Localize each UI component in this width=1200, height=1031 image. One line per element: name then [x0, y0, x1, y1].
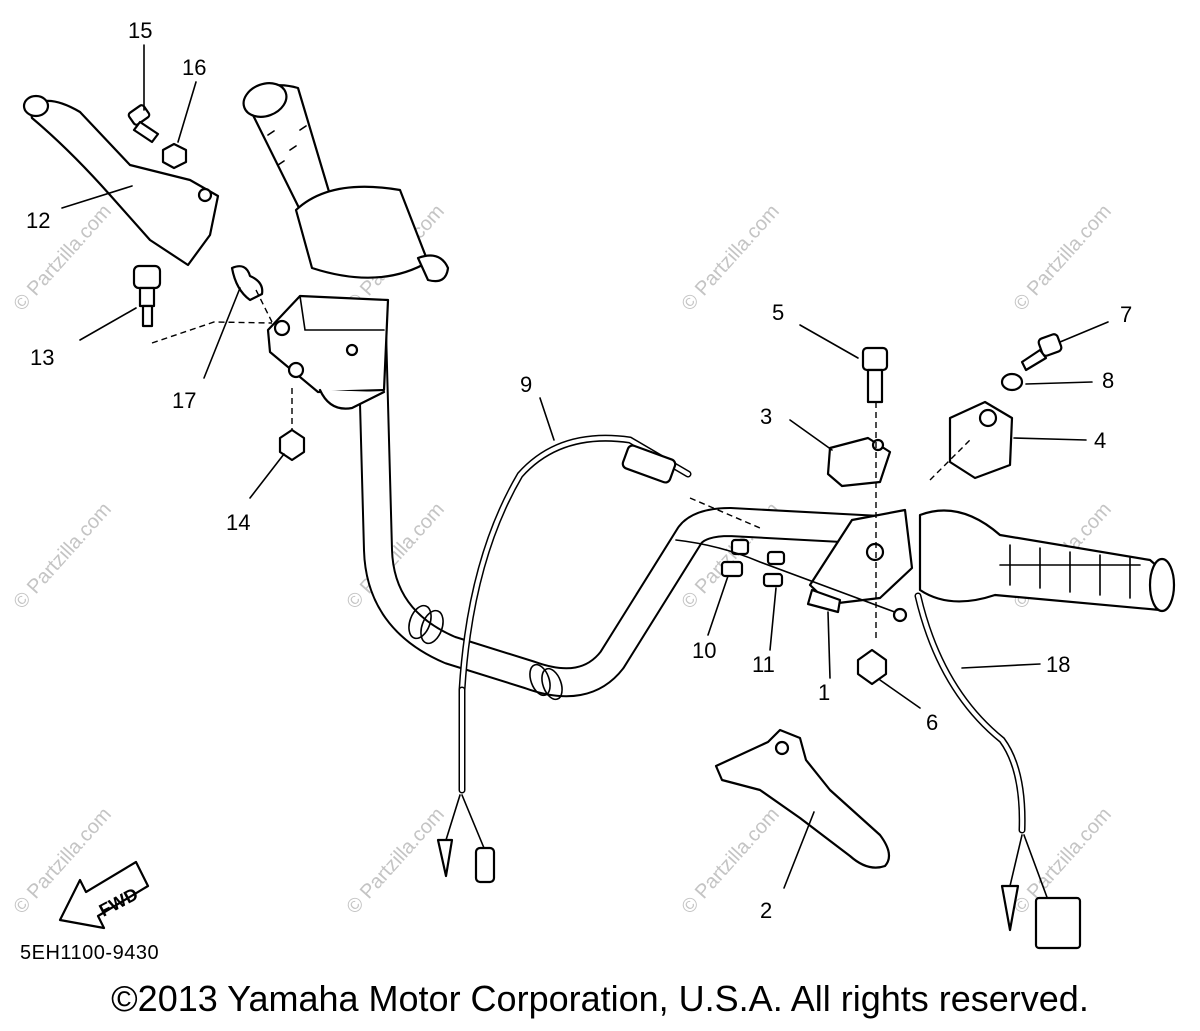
callout-13: 13 — [30, 345, 54, 370]
callout-3: 3 — [760, 404, 772, 429]
callout-2: 2 — [760, 898, 772, 923]
nut-16 — [161, 142, 188, 170]
leader-lines — [61, 44, 1109, 889]
callout-12: 12 — [26, 208, 50, 233]
brake-lever-12 — [22, 94, 220, 267]
part-callouts: 1 2 3 4 5 6 7 8 9 10 11 12 13 14 15 16 1… — [26, 18, 1132, 923]
callout-15: 15 — [128, 18, 152, 43]
nut-6 — [856, 648, 888, 686]
callout-4: 4 — [1094, 428, 1106, 453]
callout-6: 6 — [926, 710, 938, 735]
brake-master-cylinder — [266, 294, 390, 410]
right-grip — [918, 509, 1176, 613]
watermark: © Partzilla.com — [342, 803, 449, 918]
screw-15 — [127, 104, 160, 144]
callout-18: 18 — [1046, 652, 1070, 677]
left-grip — [242, 82, 332, 216]
callout-8: 8 — [1102, 368, 1114, 393]
callout-16: 16 — [182, 55, 206, 80]
watermark: © Partzilla.com — [1009, 200, 1116, 315]
cable-9 — [436, 434, 692, 884]
callout-5: 5 — [772, 300, 784, 325]
bolt-13 — [132, 264, 162, 328]
callout-11: 11 — [752, 652, 775, 677]
bolt-5 — [861, 346, 889, 404]
brake-lever-2 — [714, 728, 891, 869]
watermark: © Partzilla.com — [677, 200, 784, 315]
assembly-lines — [151, 289, 971, 640]
cable-18 — [914, 592, 1082, 950]
switch-3 — [826, 436, 892, 488]
fwd-arrow-icon: FWD — [58, 860, 150, 930]
callout-9: 9 — [520, 372, 532, 397]
lever-bracket-1 — [806, 508, 914, 614]
callout-1: 1 — [818, 680, 830, 705]
callout-10: 10 — [692, 638, 716, 663]
throttle-housing — [294, 185, 450, 283]
screw-7 — [1020, 333, 1063, 372]
spring-17 — [230, 265, 264, 302]
watermark: © Partzilla.com — [9, 498, 116, 613]
callout-7: 7 — [1120, 302, 1132, 327]
handlebar — [357, 315, 895, 701]
callout-17: 17 — [172, 388, 196, 413]
parts-diagram: © Partzilla.com © Partzilla.com © Partzi… — [9, 18, 1176, 950]
washer-8 — [1000, 372, 1024, 392]
throttle-cable — [675, 539, 908, 623]
clip-10-11 — [720, 538, 786, 588]
callout-14: 14 — [226, 510, 250, 535]
diagram-code: 5EH1100-9430 — [20, 942, 160, 964]
copyright-notice: ©2013 Yamaha Motor Corporation, U.S.A. A… — [111, 978, 1089, 1019]
cover-4 — [948, 400, 1014, 480]
